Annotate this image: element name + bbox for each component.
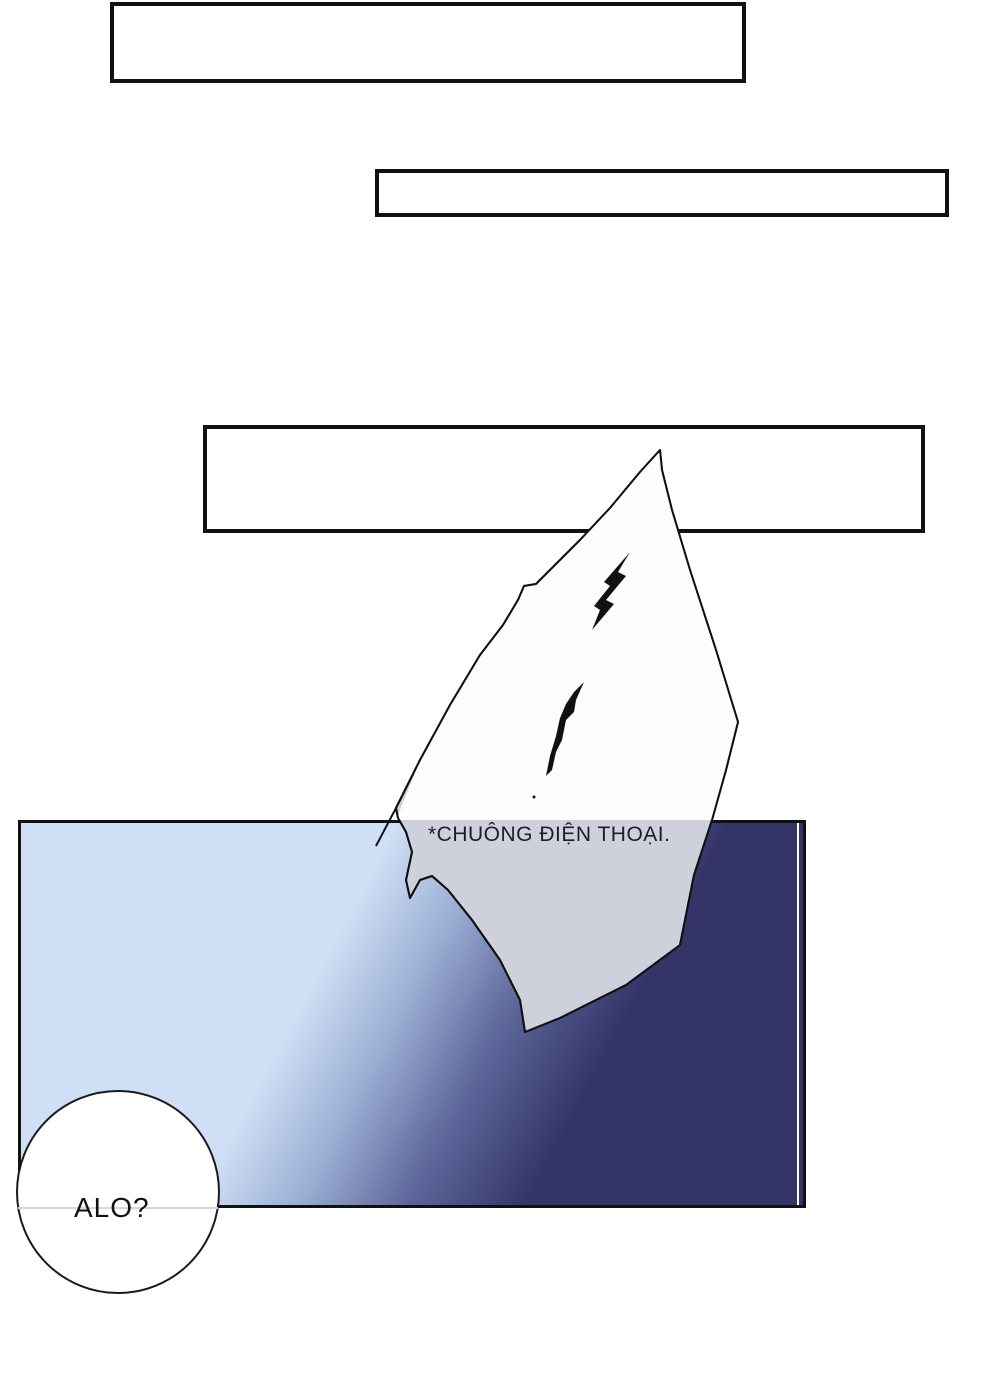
- empty-caption-box-middle: [375, 169, 949, 217]
- round-speech-bubble: [16, 1090, 220, 1294]
- panel-inner-edge: [797, 823, 799, 1205]
- empty-caption-box-top: [110, 2, 746, 83]
- empty-caption-box-lower: [203, 425, 925, 533]
- sound-effect-text: *CHUÔNG ĐIỆN THOẠI.: [428, 823, 671, 846]
- sfx-dot: [532, 795, 536, 799]
- speech-bubble-text: ALO?: [74, 1192, 150, 1223]
- sfx-speed-mark-lower: [546, 682, 584, 776]
- bubble-panel-edge: [18, 1207, 218, 1209]
- sfx-speed-mark-upper: [592, 552, 630, 630]
